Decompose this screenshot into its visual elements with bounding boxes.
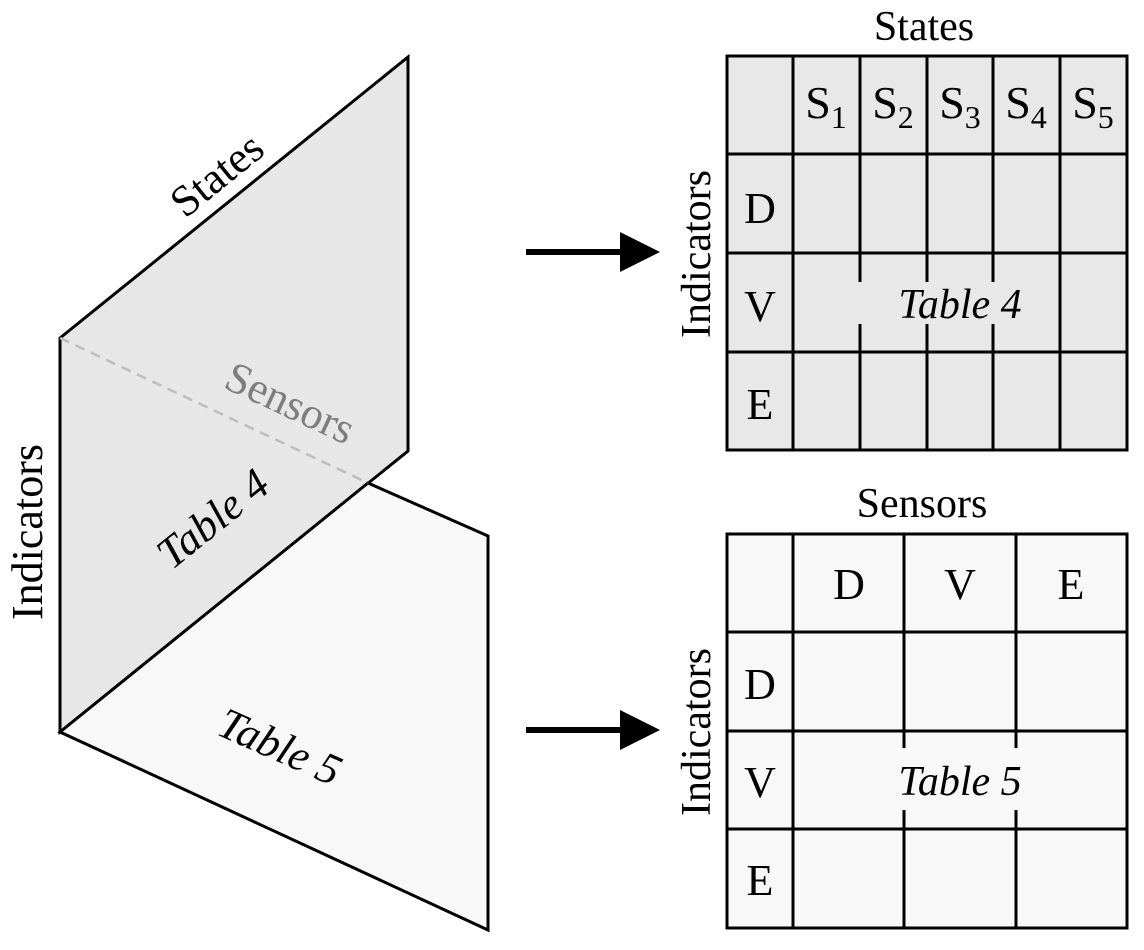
table5-col-header: D: [833, 560, 865, 609]
table4: States Indicators S1 S2 S3 S4 S5: [674, 4, 1129, 452]
table4-row-header: V: [744, 282, 776, 331]
table5: Sensors Indicators D V E D V E Table 5: [674, 481, 1129, 930]
indicators-edge-label: Indicators: [3, 444, 52, 620]
table5-title: Sensors: [857, 481, 988, 527]
upper-plane: [58, 53, 410, 736]
table5-center-label: Table 5: [898, 759, 1021, 805]
table5-row-header: E: [747, 856, 774, 905]
table4-grid: [727, 56, 1127, 450]
table4-border: [725, 54, 1129, 452]
table4-col-header: S4: [1005, 77, 1047, 135]
table5-col-header: V: [944, 560, 976, 609]
plane-illustration: States Sensors Table 4 Table 5 Indicator…: [3, 53, 490, 933]
table5-row-axis-label: Indicators: [674, 648, 720, 816]
table4-row-header: E: [747, 380, 774, 429]
table4-col-header: S2: [872, 77, 914, 135]
lower-plane: [57, 481, 490, 933]
table4-col-header: S1: [805, 77, 847, 135]
table5-col-header: E: [1058, 560, 1085, 609]
table4-row-axis-label: Indicators: [674, 170, 720, 338]
table4-center-label: Table 4: [898, 282, 1021, 328]
arrow-to-table4: [526, 232, 660, 272]
dashed-diagonal: [59, 336, 369, 485]
table5-grid: [727, 534, 1127, 928]
table4-col-header: S5: [1072, 77, 1114, 135]
table5-row-header: V: [744, 758, 776, 807]
table4-title: States: [874, 4, 974, 50]
table4-row-header: D: [744, 184, 776, 233]
arrow-to-table5: [526, 710, 660, 750]
table4-col-header: S3: [939, 77, 981, 135]
table5-border: [725, 532, 1129, 930]
table5-row-header: D: [744, 660, 776, 709]
